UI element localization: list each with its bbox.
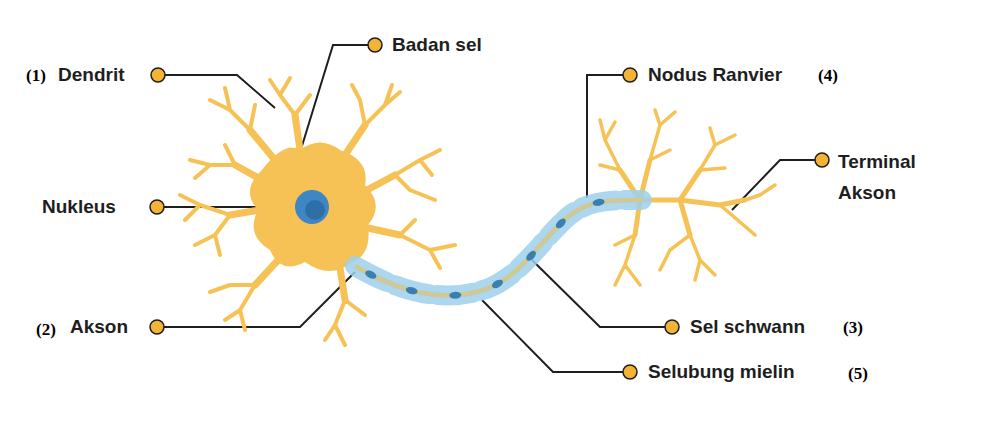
part-label: Terminal Akson (838, 146, 938, 208)
axon (355, 200, 642, 295)
callout-number: (1) (26, 66, 46, 86)
schwann-nucleus (449, 291, 461, 299)
part-label: Sel schwann (690, 316, 805, 338)
part-label: Nodus Ranvier (648, 64, 782, 86)
schwann-nucleus (524, 249, 537, 263)
schwann-nucleus (554, 217, 567, 230)
part-label: Dendrit (58, 64, 125, 86)
schwann-nucleus (592, 198, 605, 207)
leader-dot (665, 320, 679, 334)
schwann-nucleus (491, 278, 505, 290)
dendrites (180, 78, 455, 345)
leader-dot (151, 68, 165, 82)
nucleus (295, 190, 329, 224)
callout-number: (4) (818, 66, 838, 86)
leader-line (482, 300, 630, 372)
dendrite-branch (180, 78, 455, 345)
callout-number: (2) (36, 320, 56, 340)
part-label: Akson (70, 316, 128, 338)
leader-dot (815, 153, 829, 167)
axon (355, 200, 642, 295)
part-label: Selubung mielin (648, 361, 795, 383)
callout-number: (3) (843, 318, 863, 338)
callout-number: (5) (848, 364, 868, 384)
leader-lines (157, 45, 822, 372)
leader-line (532, 260, 672, 327)
myelin-sheath (355, 200, 642, 295)
leader-line (732, 160, 822, 210)
leader-dot (150, 200, 164, 214)
schwann-nuclei (364, 198, 605, 299)
nucleus (305, 200, 325, 220)
schwann-nucleus (405, 286, 418, 296)
leader-dot (623, 68, 637, 82)
leader-dot (150, 320, 164, 334)
part-label: Nukleus (42, 196, 116, 218)
cell-body (250, 143, 376, 272)
leader-dot (623, 365, 637, 379)
leader-dot (368, 38, 382, 52)
leader-dots (150, 38, 829, 379)
part-label: Badan sel (392, 34, 482, 56)
schwann-nucleus (364, 269, 378, 281)
